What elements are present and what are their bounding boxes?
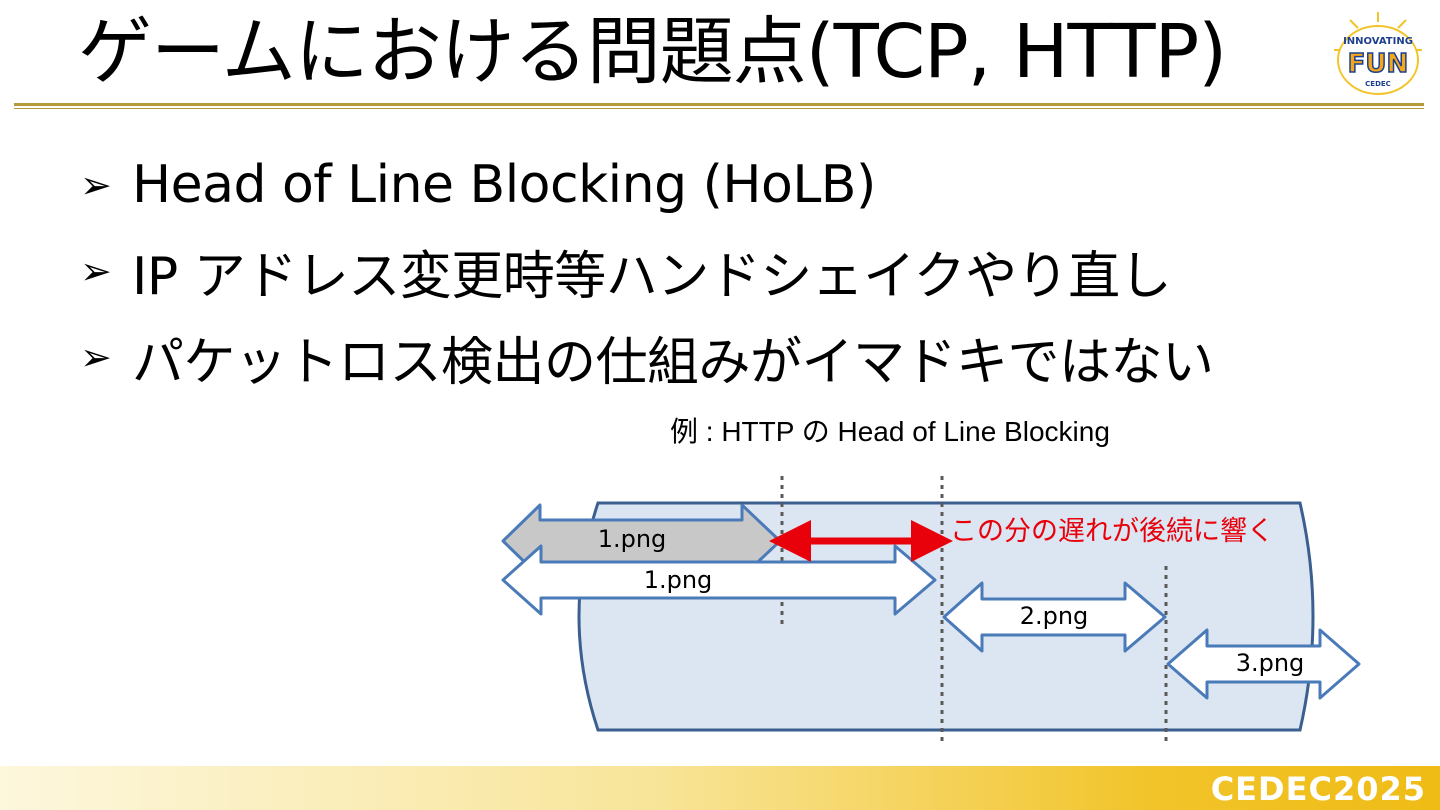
delay-label: この分の遅れが後続に響く — [950, 516, 1274, 547]
example-caption: 例 : HTTP の Head of Line Blocking — [670, 416, 1110, 447]
second-packet-label: 2.png — [1020, 602, 1089, 630]
bullet-arrow-icon: ➢ — [80, 163, 112, 207]
third-packet-arrow — [1166, 628, 1361, 700]
innovating-fun-logo: INNOVATING FUN CEDEC — [1334, 12, 1422, 95]
title-underline — [14, 103, 1424, 106]
bullet-text: パケットロス検出の仕組みがイマドキではない — [132, 332, 1214, 393]
bullet-list: ➢ Head of Line Blocking (HoLB) ➢ IP アドレス… — [80, 142, 1214, 400]
bullet-item: ➢ Head of Line Blocking (HoLB) — [80, 142, 1214, 228]
retransmit-packet-arrow — [501, 544, 937, 616]
third-packet-label: 3.png — [1236, 649, 1305, 677]
bullet-arrow-icon: ➢ — [80, 249, 112, 293]
bullet-item: ➢ IP アドレス変更時等ハンドシェイクやり直し — [80, 228, 1214, 314]
bullet-arrow-icon: ➢ — [80, 335, 112, 379]
cedec-logo: CEDEC2025 — [1210, 770, 1426, 808]
bullet-item: ➢ パケットロス検出の仕組みがイマドキではない — [80, 314, 1214, 400]
logo-text-main: FUN — [1348, 49, 1409, 79]
logo-text-top: INNOVATING — [1343, 36, 1413, 47]
logo-text-sub: CEDEC — [1365, 80, 1391, 88]
retransmit-packet-label: 1.png — [644, 566, 713, 594]
bullet-text: Head of Line Blocking (HoLB) — [132, 155, 876, 215]
title-underline-thin — [14, 108, 1424, 109]
logo-badge — [1337, 25, 1419, 95]
lost-packet-label: 1.png — [598, 525, 667, 553]
bullet-text: IP アドレス変更時等ハンドシェイクやり直し — [132, 246, 1172, 307]
footer-band — [0, 766, 1440, 810]
second-packet-arrow — [942, 581, 1167, 653]
slide-title: ゲームにおける問題点(TCP, HTTP) — [78, 9, 1227, 95]
